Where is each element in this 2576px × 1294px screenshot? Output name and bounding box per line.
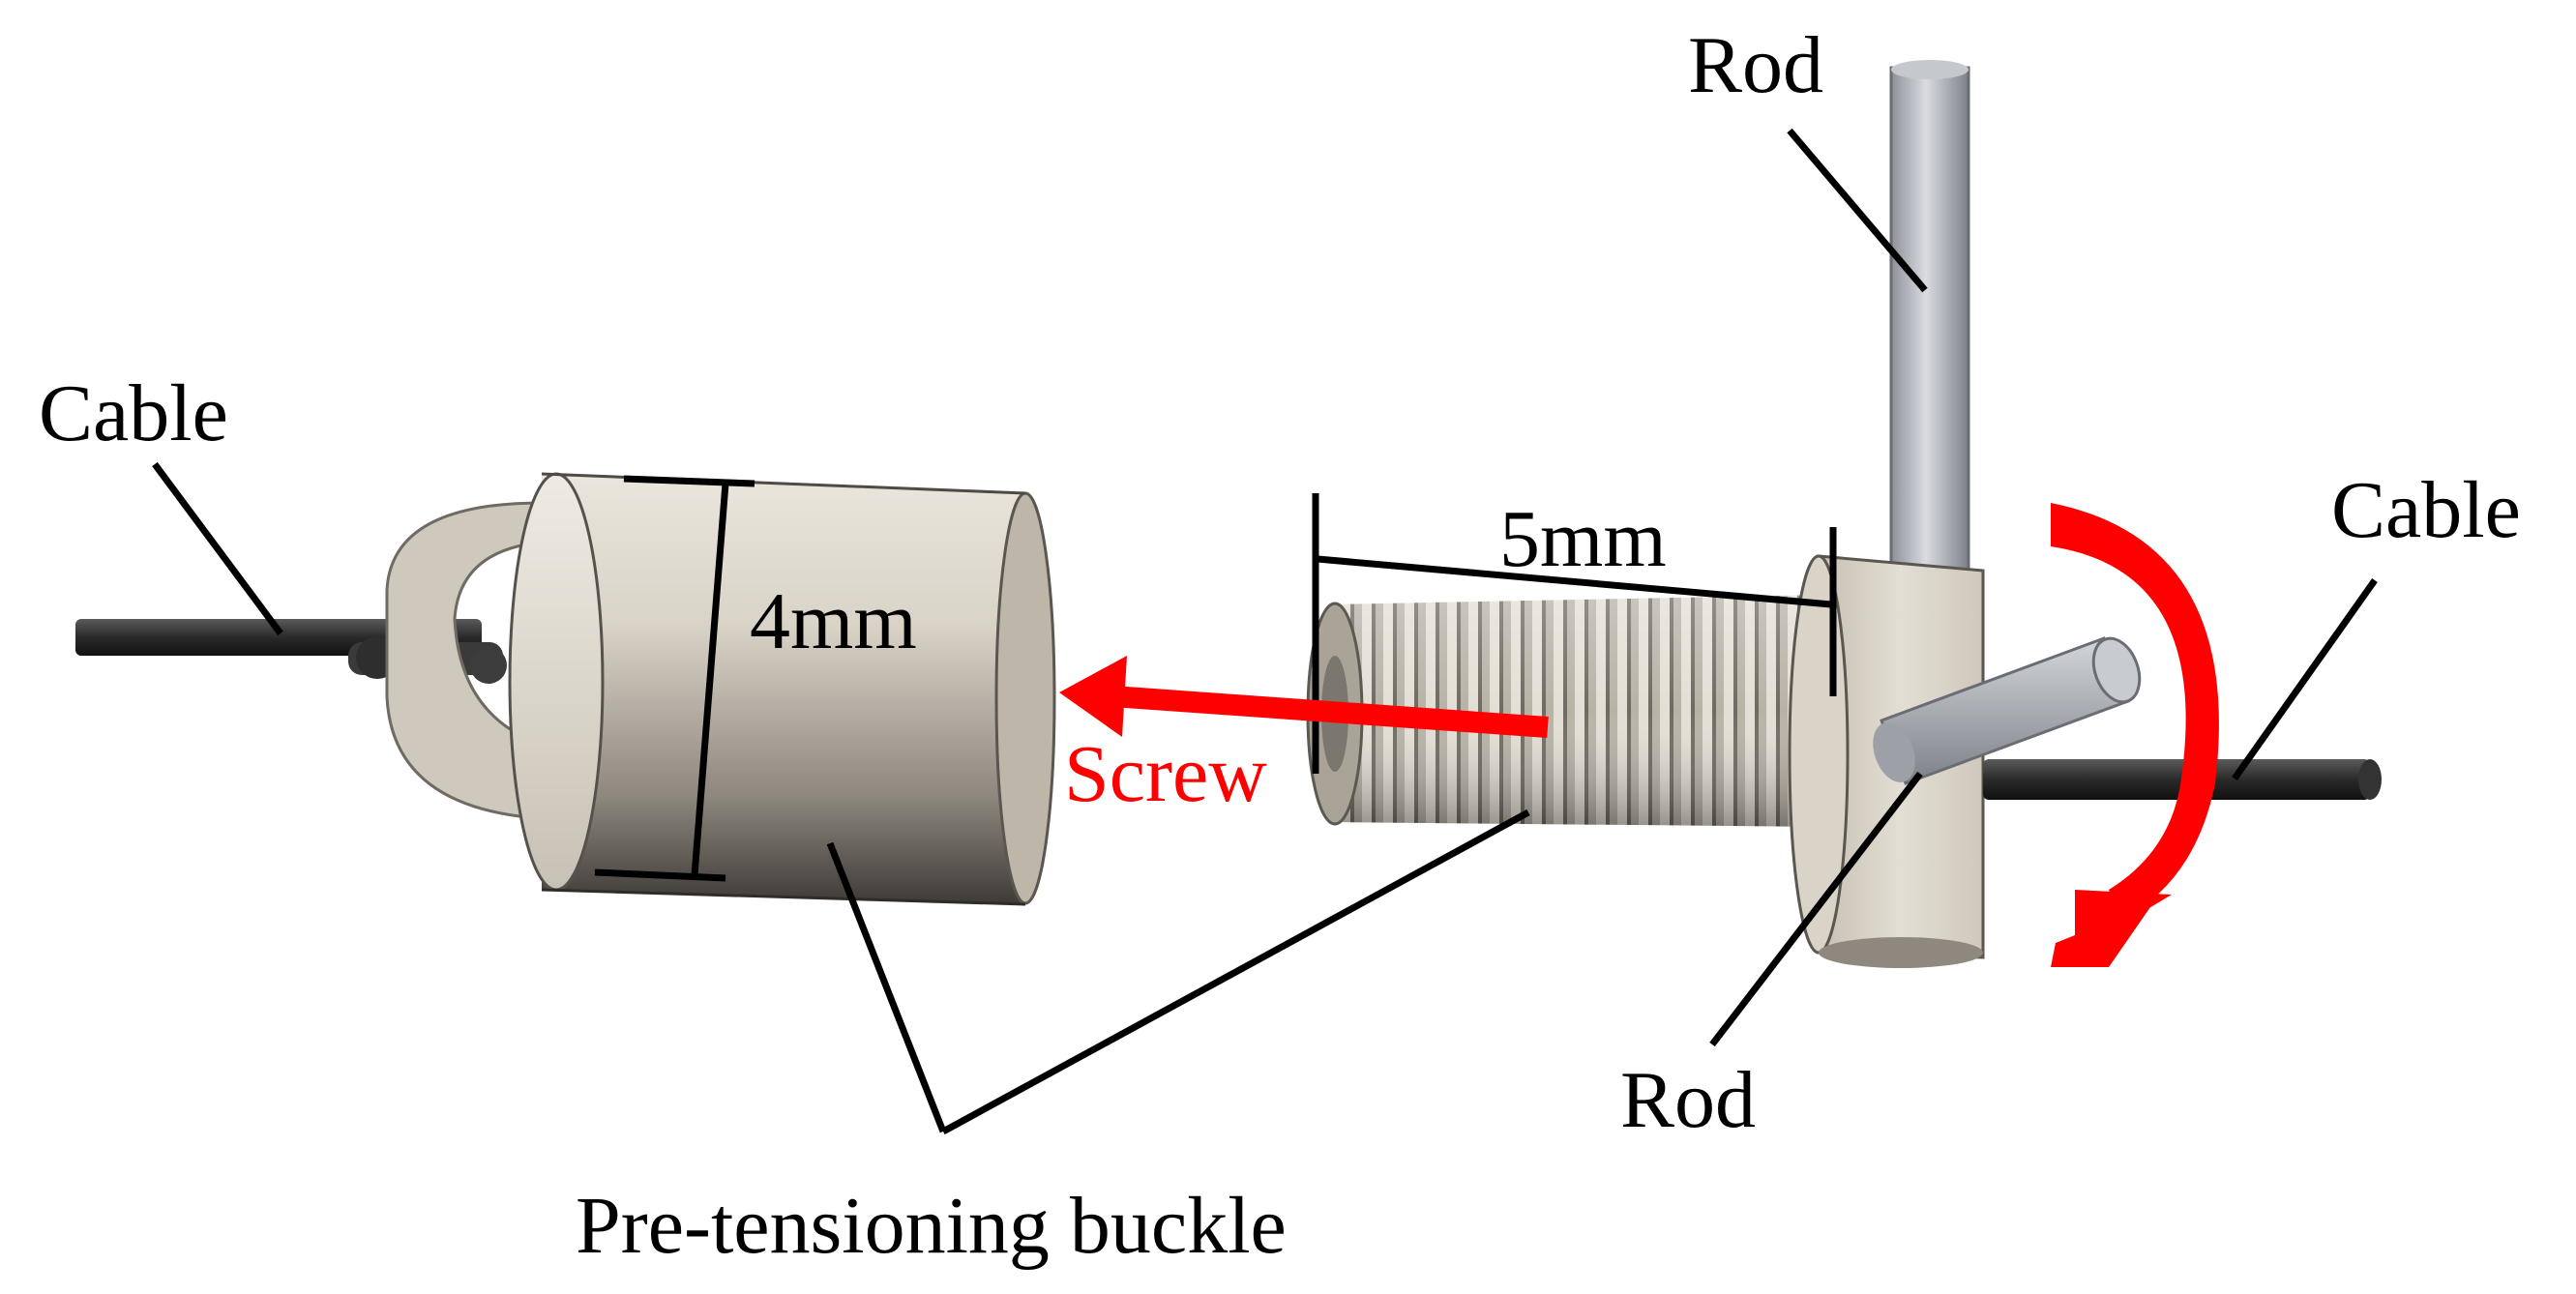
diameter-label: 4mm — [750, 576, 917, 666]
length-label: 5mm — [1499, 494, 1667, 584]
threaded-screw — [1306, 595, 1828, 827]
rod-top-label: Rod — [1688, 20, 1823, 110]
length-dimension — [1312, 493, 1837, 774]
cable-right-label: Cable — [2331, 465, 2521, 555]
cable-left-label: Cable — [39, 368, 228, 458]
buckle-label: Pre-tensioning buckle — [576, 1181, 1287, 1271]
right-cable — [1983, 759, 2382, 800]
right-collar — [1788, 60, 1985, 968]
left-buckle — [385, 472, 1056, 906]
screw-label: Screw — [1064, 729, 1267, 819]
rotation-arrow — [2051, 503, 2219, 967]
rod-bottom-label: Rod — [1620, 1055, 1756, 1145]
screw-direction-arrow — [1059, 656, 1549, 738]
leader-lines — [152, 128, 2378, 1135]
diameter-dimension — [594, 475, 755, 882]
cross-rod — [1873, 636, 2142, 785]
